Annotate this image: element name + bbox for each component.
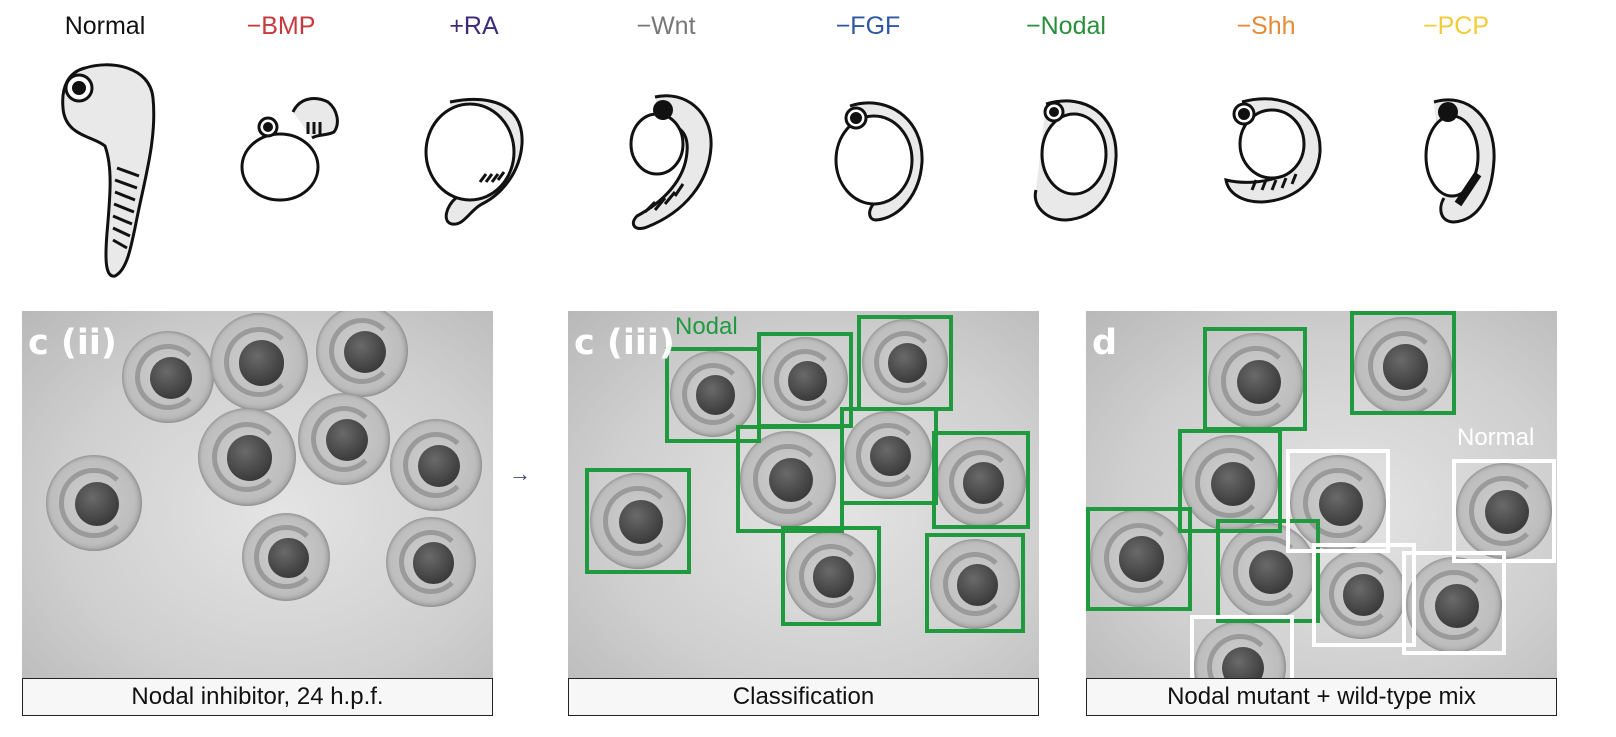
box-label-nodal: Nodal bbox=[675, 313, 738, 340]
category-label-normal: Normal bbox=[64, 12, 146, 40]
nodal-box bbox=[781, 526, 881, 626]
category-label-ra: +RA bbox=[449, 12, 499, 40]
normal-box bbox=[1312, 543, 1416, 647]
embryo-cartoon-ra bbox=[420, 94, 526, 230]
embryo bbox=[122, 331, 214, 423]
nodal-box bbox=[1178, 429, 1282, 533]
embryo bbox=[1090, 509, 1188, 607]
embryo bbox=[1456, 463, 1552, 559]
normal-box bbox=[1286, 449, 1390, 553]
embryo bbox=[210, 313, 308, 411]
panel-letter-c-ii: c (ii) bbox=[28, 323, 117, 363]
embryo bbox=[670, 351, 756, 437]
normal-box bbox=[1190, 615, 1294, 678]
nodal-box bbox=[925, 533, 1025, 633]
arrow-right-icon: → bbox=[509, 461, 531, 486]
caption-d: Nodal mutant + wild-type mix bbox=[1086, 678, 1557, 716]
embryo bbox=[1354, 317, 1452, 415]
embryo bbox=[242, 513, 330, 601]
embryo bbox=[316, 311, 408, 397]
panel-letter-c-iii: c (iii) bbox=[574, 323, 675, 363]
nodal-box bbox=[1086, 507, 1192, 611]
embryo bbox=[1182, 435, 1278, 531]
embryo-cartoon-bmp bbox=[238, 92, 346, 204]
caption-c-iii: Classification bbox=[568, 678, 1039, 716]
category-label-bmp: −BMP bbox=[246, 12, 316, 40]
embryo bbox=[590, 473, 686, 569]
embryo-cartoon-normal bbox=[55, 58, 165, 283]
embryo-cartoon-shh bbox=[1222, 94, 1326, 206]
embryo bbox=[390, 419, 482, 511]
embryo bbox=[936, 437, 1026, 527]
embryo-cartoon-nodal bbox=[1026, 94, 1122, 226]
embryo bbox=[786, 531, 876, 621]
embryo bbox=[1220, 523, 1316, 619]
embryo bbox=[1290, 455, 1386, 551]
embryo-cartoon-pcp bbox=[1418, 94, 1498, 228]
embryo bbox=[762, 337, 848, 423]
micrograph-panel-d: d Normal bbox=[1086, 311, 1557, 678]
category-label-fgf: −FGF bbox=[835, 12, 901, 40]
embryo bbox=[930, 539, 1020, 629]
embryo bbox=[1208, 333, 1304, 429]
nodal-box bbox=[736, 425, 844, 533]
nodal-box bbox=[1216, 519, 1320, 623]
box-label-normal: Normal bbox=[1457, 424, 1535, 451]
embryo bbox=[46, 455, 142, 551]
embryo bbox=[1316, 549, 1406, 639]
nodal-box bbox=[840, 407, 938, 505]
nodal-box bbox=[585, 468, 691, 574]
nodal-box bbox=[1203, 327, 1307, 431]
category-label-wnt: −Wnt bbox=[636, 12, 696, 40]
embryo bbox=[198, 408, 296, 506]
embryo bbox=[1406, 557, 1502, 653]
nodal-box bbox=[1350, 311, 1456, 415]
embryo bbox=[862, 319, 948, 405]
panel-letter-d: d bbox=[1092, 323, 1118, 363]
embryo-cartoon-fgf bbox=[830, 96, 926, 228]
category-label-pcp: −PCP bbox=[1422, 12, 1489, 40]
normal-box bbox=[1402, 551, 1506, 655]
nodal-box bbox=[857, 315, 953, 411]
embryo bbox=[298, 393, 390, 485]
nodal-box bbox=[757, 332, 853, 428]
nodal-box bbox=[932, 431, 1030, 529]
micrograph-panel-c-ii: c (ii) bbox=[22, 311, 493, 678]
caption-c-ii: Nodal inhibitor, 24 h.p.f. bbox=[22, 678, 493, 716]
embryo bbox=[740, 431, 836, 527]
normal-box bbox=[1452, 459, 1556, 563]
embryo-cartoon-wnt bbox=[625, 92, 715, 232]
category-label-shh: −Shh bbox=[1236, 12, 1296, 40]
embryo bbox=[386, 517, 476, 607]
embryo bbox=[844, 411, 932, 499]
micrograph-panel-c-iii: c (iii) Nodal bbox=[568, 311, 1039, 678]
category-label-nodal: −Nodal bbox=[1026, 12, 1106, 40]
